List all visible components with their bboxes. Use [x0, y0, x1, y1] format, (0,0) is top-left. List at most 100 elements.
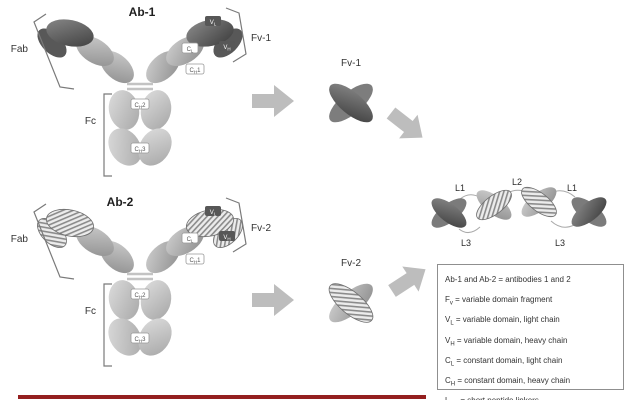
linker-label-l3-right: L3 [555, 238, 565, 248]
vl-main: V [210, 20, 214, 26]
ab2-ch1-domain-box: CH1 [185, 253, 205, 265]
ab2-antibody: Ab-2 Fab Fv-2 Fc VL VH CL [11, 195, 271, 367]
ab1-ch1-domain-box: CH1 [185, 63, 205, 75]
vl-sub: L [214, 212, 217, 217]
fv2-lobe-front [328, 283, 374, 323]
legend-term: C [445, 375, 451, 385]
ch2-main: C [135, 293, 140, 299]
ab2-cl-domain-box: CL [181, 232, 199, 244]
linker-label-l1-left: L1 [455, 183, 465, 193]
construct-striped-1-front [476, 189, 512, 221]
legend-desc: = short peptide linkers [458, 396, 539, 400]
vh-main: V [223, 235, 227, 241]
box-text: CL [187, 47, 194, 54]
ab1-title: Ab-1 [129, 5, 156, 19]
ab1-vl-domain-box: VL [205, 16, 221, 27]
legend-desc: = constant domain, light chain [454, 355, 563, 365]
legend-sub: L [450, 361, 455, 368]
ab2-fc-ch3-right [138, 318, 172, 356]
ab2-vh-domain-box: VH [219, 231, 235, 242]
linker-label-l1-right: L1 [567, 183, 577, 193]
legend-term: C [445, 355, 451, 365]
arrow-ab2-to-fv2 [252, 284, 294, 316]
ab2-vl-domain-box: VL [205, 206, 221, 217]
legend-desc: = variable domain, heavy chain [454, 335, 568, 345]
box-bg [181, 42, 199, 54]
ch3-sub: H [139, 339, 142, 344]
construct-striped-2-front [521, 186, 557, 218]
ab1-fab-bracket [33, 13, 75, 90]
legend-sub: H [450, 381, 456, 388]
box-text: VH [223, 45, 230, 52]
fv1-fragment: Fv-1 [329, 58, 373, 123]
legend-desc: = variable domain, light chain [453, 315, 560, 325]
legend-entry-cl: CL = constant domain, light chain [445, 353, 616, 373]
linker-label-l3-left: L3 [461, 238, 471, 248]
ab1-ch3-domain-box: CH3 [130, 142, 150, 154]
construct-dark-right-front [571, 197, 607, 227]
ch1-main: C [190, 258, 195, 264]
ab1-antibody: Ab-1 Fab Fv-1 Fc VL VH [11, 5, 271, 177]
ch1-sub: H [194, 260, 197, 265]
arrow-ab1-to-fv1 [252, 85, 294, 117]
ab1-fc-ch3-left [108, 128, 142, 166]
ch1-num: 1 [197, 258, 201, 264]
ab1-fc-ch3-right [138, 128, 172, 166]
box-text: VH [223, 235, 230, 242]
vl-main: V [210, 210, 214, 216]
ab2-fc-bracket [103, 283, 112, 367]
box-text: CH2 [135, 103, 147, 110]
ch2-num: 2 [142, 293, 146, 299]
ab2-fv-bracket [225, 197, 247, 253]
ch2-main: C [135, 103, 140, 109]
box-text: VL [210, 20, 217, 27]
legend-entry-fv: Fv = variable domain fragment [445, 292, 616, 312]
ab2-fab-label: Fab [11, 234, 29, 245]
ch1-main: C [190, 68, 195, 74]
cl-main: C [187, 47, 192, 53]
ch3-num: 3 [142, 337, 146, 343]
ab2-fab-bracket [33, 203, 75, 280]
ch2-sub: H [139, 105, 142, 110]
ab2-fc-label: Fc [85, 306, 96, 317]
ab2-title: Ab-2 [107, 195, 134, 209]
ab1-fab-label: Fab [11, 44, 29, 55]
arrow-fv1-to-construct [386, 107, 423, 139]
arrow-shape [388, 266, 426, 297]
ab1-vh-domain-box: VH [219, 41, 235, 52]
ab1-cl-domain-box: CL [181, 42, 199, 54]
box-text: CL [187, 237, 194, 244]
legend-desc: = antibodies 1 and 2 [496, 275, 571, 284]
fv1-fragment-label: Fv-1 [341, 58, 361, 69]
ab1-fc-ch2-right [140, 90, 172, 130]
box-bg [205, 206, 221, 216]
ch1-num: 1 [197, 68, 201, 74]
ab2-fc-ch2-right [140, 280, 172, 320]
ab1-fc-label: Fc [85, 116, 96, 127]
legend-entry-linkers: L1-3 = short peptide linkers [445, 393, 616, 400]
ab1-left-vl-domain [46, 19, 94, 47]
fv2-fragment-label: Fv-2 [341, 258, 361, 269]
fv2-fragment: Fv-2 [328, 258, 374, 323]
cl-sub: L [191, 239, 194, 244]
ch2-sub: H [139, 295, 142, 300]
legend-sub: v [449, 300, 453, 307]
construct-dark-left-front [431, 198, 467, 228]
box-text: CH3 [135, 337, 147, 344]
arrow-shape [386, 107, 423, 139]
legend-desc: = constant domain, heavy chain [455, 375, 571, 385]
vh-sub: H [227, 237, 230, 242]
fv1-lobe-front [329, 83, 373, 123]
legend-entry-ab: Ab-1 and Ab-2 = antibodies 1 and 2 [445, 272, 616, 292]
legend-term: Ab-1 and Ab-2 [445, 275, 497, 284]
box-text: CH3 [135, 147, 147, 154]
box-bg [205, 16, 221, 26]
box-bg [219, 231, 235, 241]
ab2-ch3-domain-box: CH3 [130, 332, 150, 344]
legend-box: Ab-1 and Ab-2 = antibodies 1 and 2 Fv = … [437, 264, 624, 400]
linker-l3-left [458, 226, 481, 233]
linker-label-l2: L2 [512, 177, 522, 187]
ab1-fc-bracket [103, 93, 112, 177]
